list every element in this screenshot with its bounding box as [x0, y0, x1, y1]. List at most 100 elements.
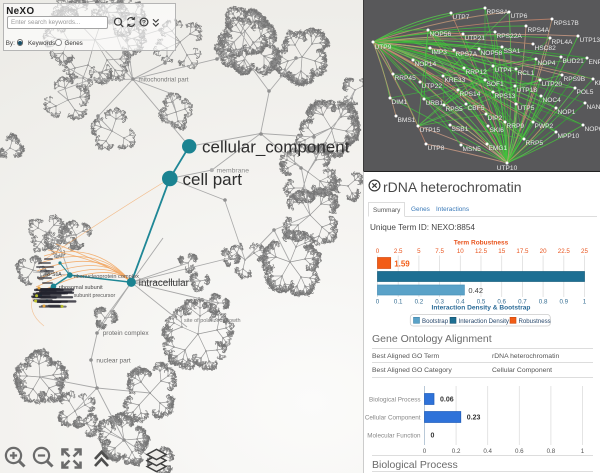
svg-text:BUD21: BUD21	[563, 58, 585, 65]
svg-text:RPS14: RPS14	[460, 91, 481, 98]
svg-text:0.1: 0.1	[394, 299, 403, 306]
svg-text:UTP8: UTP8	[428, 145, 445, 152]
svg-text:UTP15: UTP15	[420, 127, 441, 134]
svg-text:RPS4A: RPS4A	[528, 27, 550, 34]
svg-text:mitochondrial part: mitochondrial part	[139, 77, 189, 84]
svg-text:0: 0	[431, 433, 435, 440]
svg-text:0: 0	[423, 448, 427, 455]
svg-text:RRP12: RRP12	[466, 69, 488, 76]
svg-text:RPS17B: RPS17B	[554, 20, 580, 27]
svg-text:0.23: 0.23	[467, 415, 481, 422]
svg-text:RPS13: RPS13	[495, 93, 516, 100]
svg-text:cell part: cell part	[183, 170, 243, 189]
svg-text:Term Robustness: Term Robustness	[454, 240, 509, 247]
svg-text:POL5: POL5	[577, 89, 594, 96]
svg-text:cellular_component: cellular_component	[202, 138, 350, 157]
svg-text:SSB1: SSB1	[452, 126, 469, 133]
svg-text:0.6: 0.6	[515, 448, 524, 455]
svg-text:RCL1: RCL1	[518, 70, 535, 77]
svg-text:HSC82: HSC82	[535, 45, 557, 52]
svg-text:NOP6: NOP6	[585, 126, 600, 133]
svg-text:BMS1: BMS1	[398, 117, 416, 124]
svg-text:RPS1A: RPS1A	[45, 272, 62, 278]
svg-text:1.59: 1.59	[394, 260, 410, 269]
svg-text:RPS8A: RPS8A	[487, 9, 509, 16]
svg-text:Biological Process: Biological Process	[369, 397, 420, 404]
svg-text:IMP3: IMP3	[432, 49, 448, 56]
svg-text:0.2: 0.2	[452, 448, 461, 455]
svg-text:0.3: 0.3	[435, 299, 444, 306]
svg-text:NOP58: NOP58	[481, 50, 503, 57]
svg-text:CBF5: CBF5	[468, 105, 485, 112]
svg-text:?: ?	[142, 19, 146, 26]
svg-text:PWP2: PWP2	[535, 123, 554, 130]
svg-text:EMG1: EMG1	[489, 145, 508, 152]
svg-text:ribonucleoprotein complex: ribonucleoprotein complex	[74, 274, 140, 280]
svg-text:0.42: 0.42	[468, 286, 483, 295]
svg-text:Molecular Function: Molecular Function	[367, 433, 421, 440]
svg-text:UTP4: UTP4	[495, 67, 512, 74]
svg-text:MPP10: MPP10	[558, 133, 580, 140]
svg-text:UTP13: UTP13	[580, 37, 600, 44]
svg-text:KRE: KRE	[595, 80, 600, 87]
svg-text:0.4: 0.4	[483, 448, 492, 455]
svg-text:UTP9: UTP9	[375, 44, 392, 51]
svg-text:Bootstrap: Bootstrap	[422, 318, 449, 325]
svg-text:RRP45: RRP45	[395, 75, 417, 82]
svg-text:nuclear part: nuclear part	[96, 358, 131, 365]
svg-text:subunit precursor: subunit precursor	[74, 293, 116, 299]
svg-text:10: 10	[457, 248, 464, 255]
svg-text:KRE33: KRE33	[445, 77, 466, 84]
svg-text:UTP18: UTP18	[517, 87, 538, 94]
svg-text:UTP5: UTP5	[518, 105, 535, 112]
svg-text:0.9: 0.9	[559, 299, 568, 306]
svg-text:RPS7A: RPS7A	[456, 51, 478, 58]
svg-text:NOP56: NOP56	[430, 31, 452, 38]
svg-text:20: 20	[540, 248, 547, 255]
svg-text:0.4: 0.4	[456, 299, 465, 306]
svg-text:0.2: 0.2	[415, 299, 424, 306]
svg-text:UTP7: UTP7	[453, 14, 470, 21]
svg-text:site of polarized growth: site of polarized growth	[184, 318, 241, 324]
svg-text:Interaction Density & Bootstra: Interaction Density & Bootstrap	[432, 305, 531, 312]
svg-text:UTP6: UTP6	[511, 13, 528, 20]
svg-text:0.8: 0.8	[547, 448, 556, 455]
svg-text:UTP22: UTP22	[422, 83, 443, 90]
svg-text:MSN5: MSN5	[463, 146, 482, 153]
svg-text:25: 25	[581, 248, 588, 255]
svg-text:NOC4: NOC4	[543, 97, 562, 104]
svg-text:UTP20: UTP20	[542, 81, 563, 88]
svg-text:RPS5: RPS5	[446, 106, 464, 113]
svg-text:SKI6: SKI6	[490, 127, 505, 134]
svg-text:intracellular: intracellular	[139, 278, 190, 289]
svg-text:0.06: 0.06	[440, 397, 454, 404]
svg-text:NAN1: NAN1	[587, 104, 600, 111]
svg-text:0: 0	[376, 299, 380, 306]
svg-text:22.5: 22.5	[558, 248, 571, 255]
svg-text:1: 1	[583, 299, 587, 306]
svg-text:Robustness: Robustness	[519, 318, 551, 325]
svg-text:RRP9: RRP9	[507, 123, 525, 130]
svg-text:SSA1: SSA1	[504, 48, 521, 55]
svg-text:17.5: 17.5	[516, 248, 529, 255]
svg-text:15: 15	[498, 248, 505, 255]
svg-text:DIM1: DIM1	[392, 99, 408, 106]
svg-text:UTP10: UTP10	[497, 165, 518, 171]
svg-text:RPL4A: RPL4A	[552, 39, 573, 46]
svg-text:0.5: 0.5	[477, 299, 486, 306]
svg-text:ENP1: ENP1	[589, 59, 600, 66]
svg-text:Interaction Density: Interaction Density	[459, 318, 510, 325]
svg-text:membrane: membrane	[217, 168, 250, 175]
svg-text:5: 5	[417, 248, 421, 255]
svg-text:URB1: URB1	[426, 100, 444, 107]
svg-text:0.6: 0.6	[497, 299, 506, 306]
svg-text:DIP2: DIP2	[488, 115, 503, 122]
svg-text:NOP4: NOP4	[538, 60, 556, 67]
svg-text:2.5: 2.5	[394, 248, 403, 255]
svg-text:RPS9B: RPS9B	[564, 76, 586, 83]
svg-text:NOP14: NOP14	[415, 61, 437, 68]
svg-text:12.5: 12.5	[475, 248, 488, 255]
svg-text:protein complex: protein complex	[103, 330, 150, 337]
svg-text:RRP5: RRP5	[526, 140, 544, 147]
svg-text:ribosomal subunit: ribosomal subunit	[59, 285, 103, 291]
